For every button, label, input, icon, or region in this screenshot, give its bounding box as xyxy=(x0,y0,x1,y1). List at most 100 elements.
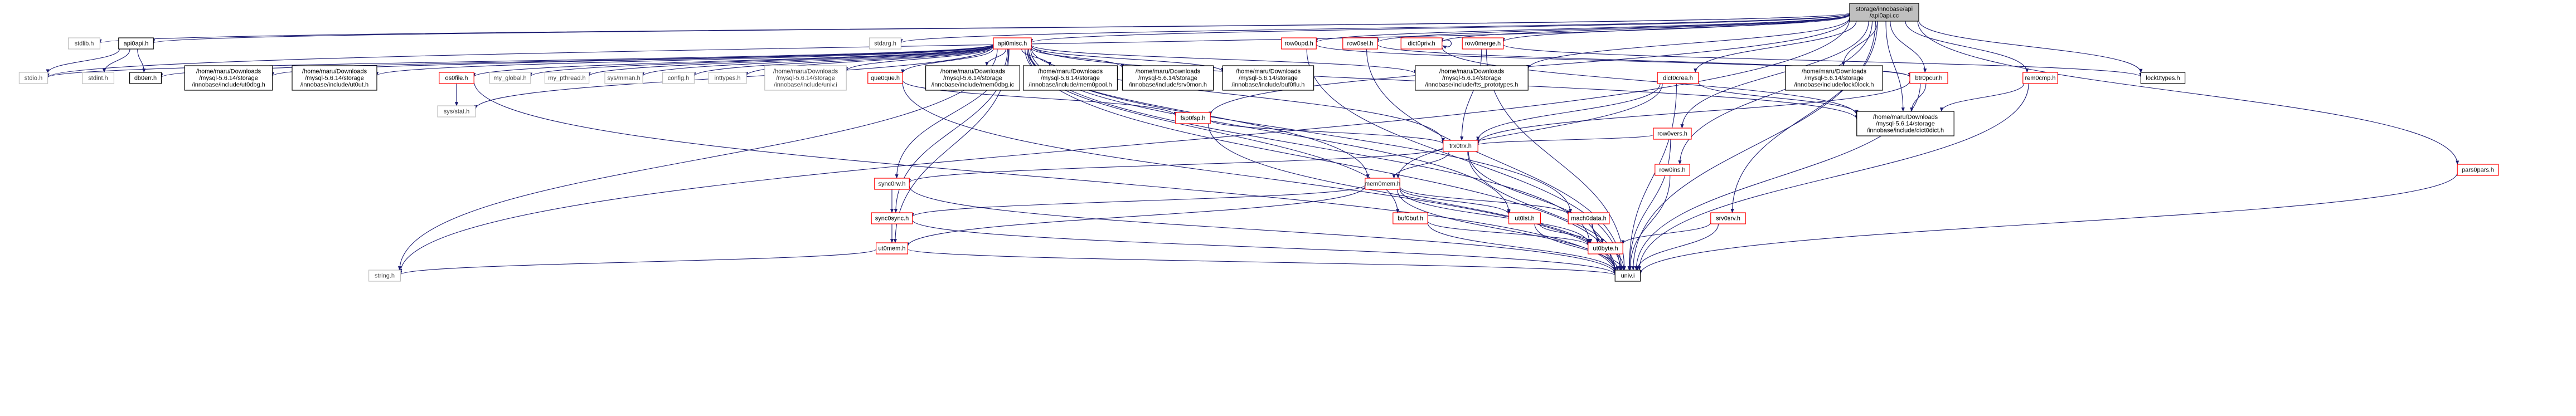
edge-dict0crea-to-trx0trx xyxy=(1476,83,1661,141)
node-inc_mem0pool[interactable]: /home/maru/Downloads/mysql-5.6.14/storag… xyxy=(1022,65,1118,91)
node-label: sys/stat.h xyxy=(444,109,469,115)
node-label: /home/maru/Downloads xyxy=(302,68,367,75)
node-ut0mem[interactable]: ut0mem.h xyxy=(875,242,908,255)
node-sync0rw[interactable]: sync0rw.h xyxy=(874,178,910,190)
edge-sync0rw-to-univ xyxy=(909,185,1617,275)
node-label: row0upd.h xyxy=(1284,41,1313,47)
edge-rowUpd-to-univ xyxy=(1306,48,1622,271)
node-box xyxy=(2022,72,2058,84)
node-lock0types[interactable]: lock0types.h xyxy=(2140,72,2186,84)
edge-root-to-inc_dict0dict xyxy=(1885,21,1905,112)
node-box xyxy=(439,72,474,84)
node-mem0mem[interactable]: mem0mem.h xyxy=(1365,178,1400,190)
node-box xyxy=(874,178,910,190)
node-buf0buf[interactable]: buf0buf.h xyxy=(1393,212,1428,224)
node-rowSel[interactable]: row0sel.h xyxy=(1342,37,1378,50)
node-string[interactable]: string.h xyxy=(368,270,401,282)
node-dict0crea[interactable]: dict0crea.h xyxy=(1657,72,1699,84)
node-root[interactable]: storage/innobase/api/api0api.cc xyxy=(1849,3,1919,22)
node-api0api[interactable]: api0api.h xyxy=(118,37,154,50)
node-inc_fts0types[interactable]: /home/maru/Downloads/mysql-5.6.14/storag… xyxy=(1415,65,1529,91)
node-inc_buf0flu[interactable]: /home/maru/Downloads/mysql-5.6.14/storag… xyxy=(1222,65,1314,91)
node-trx0trx[interactable]: trx0trx.h xyxy=(1443,140,1478,152)
node-box xyxy=(1657,72,1699,84)
node-mach0data[interactable]: mach0data.h xyxy=(1568,212,1610,224)
node-stdarg[interactable]: stdarg.h xyxy=(869,37,901,50)
edge-buf0buf-to-univ xyxy=(1427,223,1617,273)
edge-api0misc-to-my_global xyxy=(528,44,994,77)
node-pars0pars[interactable]: pars0pars.h xyxy=(2457,164,2499,176)
node-rowMerge[interactable]: row0merge.h xyxy=(1462,37,1504,50)
edge-root-to-fsp0fsp xyxy=(1209,17,1850,116)
node-label: univ.i xyxy=(1621,273,1635,280)
node-label: /home/maru/Downloads xyxy=(196,68,261,75)
node-my_global[interactable]: my_global.h xyxy=(489,72,531,84)
node-label: /innobase/include/fts_prototypes.h xyxy=(1425,82,1519,89)
edge-api0misc-to-sys_mman xyxy=(641,45,994,77)
node-label: /mysql-5.6.14/storage xyxy=(199,75,258,82)
node-label: stdint.h xyxy=(88,75,108,82)
node-label: sys/mman.h xyxy=(607,75,640,82)
node-box xyxy=(82,72,115,84)
edge-que0que-to-fsp0fsp xyxy=(902,80,1177,116)
node-config[interactable]: config.h xyxy=(662,72,695,84)
edge-rowIns-to-univ xyxy=(1628,175,1671,271)
node-rowIns[interactable]: row0ins.h xyxy=(1655,164,1690,176)
node-rem0cmp[interactable]: rem0cmp.h xyxy=(2022,72,2058,84)
node-label: /mysql-5.6.14/storage xyxy=(1138,75,1197,82)
node-box xyxy=(1415,65,1529,91)
edge-api0misc-to-inc_ut0ut xyxy=(375,44,994,76)
node-rowUpd[interactable]: row0upd.h xyxy=(1281,37,1317,50)
node-dict0priv[interactable]: dict0priv.h xyxy=(1400,37,1443,50)
node-inc_ut0ut[interactable]: /home/maru/Downloads/mysql-5.6.14/storag… xyxy=(292,65,377,91)
node-stdlib[interactable]: stdlib.h xyxy=(67,37,100,50)
edge-root-to-stdarg xyxy=(899,13,1850,43)
node-stdio[interactable]: stdio.h xyxy=(18,72,48,84)
node-que0que[interactable]: que0que.h xyxy=(867,72,903,84)
node-label: string.h xyxy=(375,273,395,280)
node-stdint[interactable]: stdint.h xyxy=(82,72,115,84)
node-label: mach0data.h xyxy=(1571,216,1607,222)
node-os0file[interactable]: os0file.h xyxy=(439,72,474,84)
node-inttypes[interactable]: inttypes.h xyxy=(708,72,747,84)
node-box xyxy=(708,72,747,84)
edge-api0api-to-stdio xyxy=(46,48,120,74)
node-label: /api0api.cc xyxy=(1870,13,1899,19)
edge-api0misc-to-string xyxy=(397,48,998,271)
node-btr0pcur[interactable]: btr0pcur.h xyxy=(1909,72,1948,84)
node-rowVers[interactable]: row0vers.h xyxy=(1653,128,1692,140)
edge-root-to-btr0pcur xyxy=(1890,21,1927,73)
node-inc_mem0dbg[interactable]: /home/maru/Downloads/mysql-5.6.14/storag… xyxy=(925,65,1020,91)
node-srv0srv[interactable]: srv0srv.h xyxy=(1710,212,1746,224)
node-box xyxy=(1655,164,1690,176)
edge-srv0srv-to-ut0byte xyxy=(1621,222,1711,245)
node-box xyxy=(764,65,847,91)
node-univ[interactable]: univ.i xyxy=(1614,270,1641,282)
node-db0err[interactable]: db0err.h xyxy=(129,72,162,84)
node-fsp0fsp[interactable]: fsp0fsp.h xyxy=(1175,112,1211,124)
node-label: buf0buf.h xyxy=(1398,216,1423,222)
node-inc_univ[interactable]: /home/maru/Downloads/mysql-5.6.14/storag… xyxy=(764,65,847,91)
node-box xyxy=(1281,37,1317,50)
node-label: api0api.h xyxy=(124,41,149,47)
node-box xyxy=(292,65,377,91)
node-sys_stat[interactable]: sys/stat.h xyxy=(437,105,476,118)
node-label: /home/maru/Downloads xyxy=(940,68,1006,75)
node-ut0byte[interactable]: ut0byte.h xyxy=(1588,242,1623,255)
node-inc_srv0mon[interactable]: /home/maru/Downloads/mysql-5.6.14/storag… xyxy=(1122,65,1214,91)
node-label: /mysql-5.6.14/storage xyxy=(1239,75,1298,82)
edge-root-to-api0misc xyxy=(1030,13,1850,43)
node-inc_dict0dict[interactable]: /home/maru/Downloads/mysql-5.6.14/storag… xyxy=(1856,111,1954,136)
node-inc_ut0dbg[interactable]: /home/maru/Downloads/mysql-5.6.14/storag… xyxy=(184,65,273,91)
node-box xyxy=(1508,212,1541,224)
node-label: /home/maru/Downloads xyxy=(1873,114,1938,121)
node-inc_lock0lock[interactable]: /home/maru/Downloads/mysql-5.6.14/storag… xyxy=(1785,65,1883,91)
edge-root-to-stdlib xyxy=(99,12,1850,44)
node-ut0lst[interactable]: ut0lst.h xyxy=(1508,212,1541,224)
node-sys_mman[interactable]: sys/mman.h xyxy=(604,72,643,84)
node-label: storage/innobase/api xyxy=(1856,6,1913,13)
node-my_pthread[interactable]: my_pthread.h xyxy=(544,72,590,84)
node-label: trx0trx.h xyxy=(1449,143,1472,150)
node-api0misc[interactable]: api0misc.h xyxy=(993,37,1032,50)
node-sync0sync[interactable]: sync0sync.h xyxy=(871,212,913,224)
